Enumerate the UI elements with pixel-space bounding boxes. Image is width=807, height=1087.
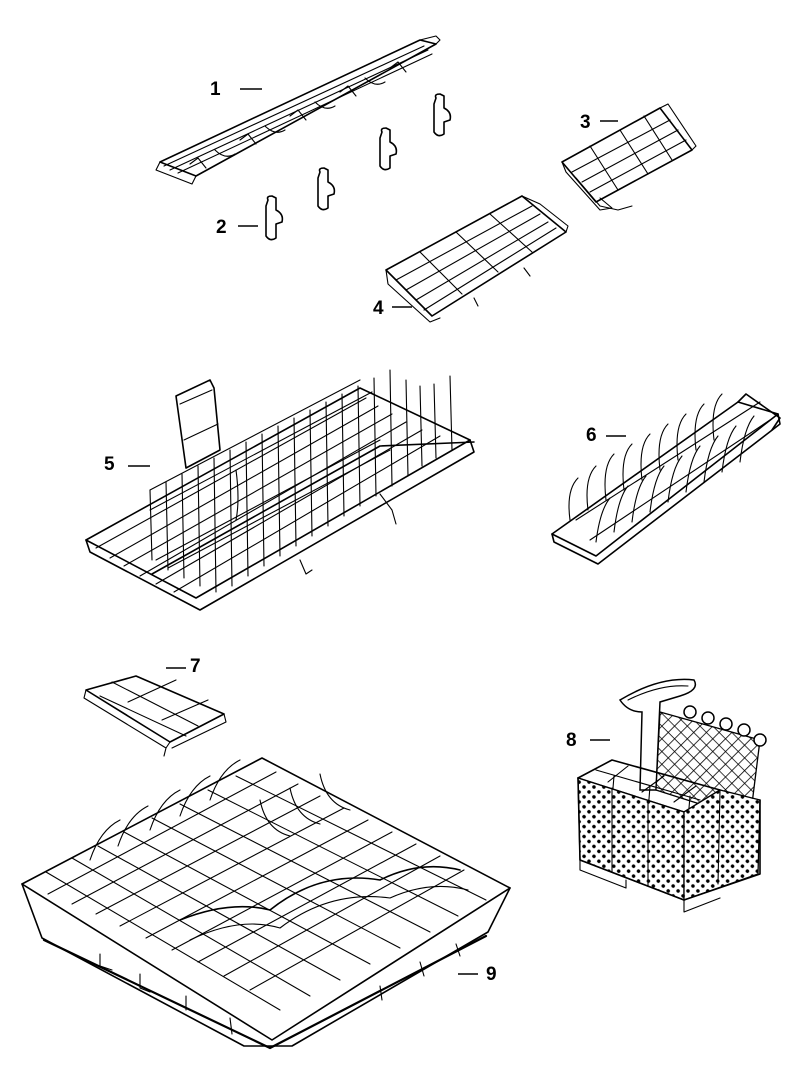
part-6-label: 6 (586, 425, 597, 446)
part-5-label: 5 (104, 454, 115, 475)
part-9-label: 9 (486, 964, 497, 985)
part-9-rack (22, 758, 510, 1048)
part-3-label: 3 (580, 112, 591, 133)
part-1-rack (156, 36, 440, 184)
part-4-label: 4 (373, 298, 384, 319)
lid-hole (720, 718, 732, 730)
part-6-rack (552, 394, 780, 564)
lid-hole (702, 712, 714, 724)
part-2-label: 2 (216, 217, 227, 238)
part-8-basket (578, 679, 766, 912)
lid-hole (738, 724, 750, 736)
lid-hole (684, 706, 696, 718)
part-7-label: 7 (190, 656, 201, 677)
part-5-rack (86, 370, 474, 610)
part-1-label: 1 (210, 79, 221, 100)
part-8-label: 8 (566, 730, 577, 751)
part-4-shelf (386, 196, 568, 322)
part-2-clips (266, 94, 450, 240)
part-7-grid (84, 676, 226, 756)
lid-hole (754, 734, 766, 746)
